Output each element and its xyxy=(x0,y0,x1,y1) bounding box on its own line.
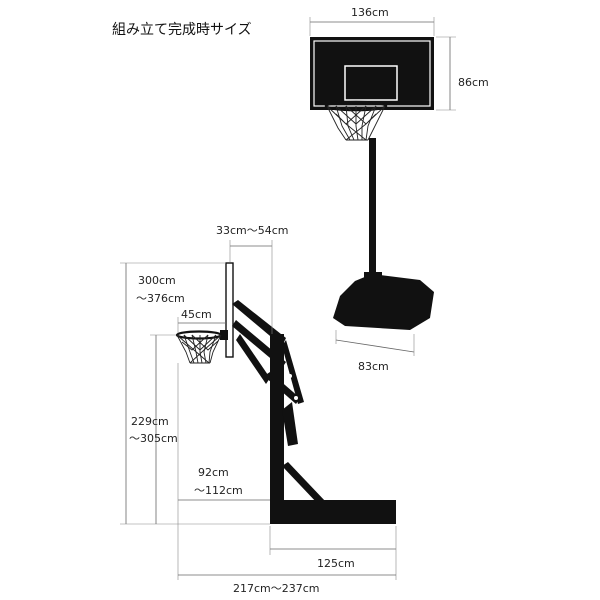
side-pole xyxy=(270,334,284,502)
dim-total-height-line1: 300cm xyxy=(138,274,176,287)
diagram-title: 組み立て完成時サイズ xyxy=(112,22,252,38)
dim-pole-offset-line2: ～112cm xyxy=(194,484,243,497)
front-view: 136cm 86cm 83cm xyxy=(309,6,489,373)
dim-rim-height-line2: ～305cm xyxy=(129,432,178,445)
dim-hoop-offset: 33cm～54cm xyxy=(216,224,289,237)
dim-total-height-line2: ～376cm xyxy=(136,292,185,305)
side-backboard xyxy=(225,262,234,358)
side-rim-support xyxy=(220,330,228,340)
side-base xyxy=(270,500,396,524)
dim-backboard-height: 86cm xyxy=(458,76,489,89)
front-base xyxy=(333,274,434,330)
dim-pole-offset-line1: 92cm xyxy=(198,466,229,479)
front-target-square xyxy=(344,65,398,101)
side-rim xyxy=(175,330,223,340)
front-base-collar xyxy=(364,272,382,282)
side-handle xyxy=(282,402,298,446)
side-net xyxy=(176,334,222,364)
dim-rim-height-line1: 229cm xyxy=(131,415,169,428)
dim-total-length: 217cm～237cm xyxy=(233,582,320,595)
side-brace xyxy=(282,462,326,504)
dim-base-length: 125cm xyxy=(317,557,355,570)
dim-backboard-width: 136cm xyxy=(351,6,389,19)
side-arm-mechanism xyxy=(232,300,304,404)
front-net xyxy=(326,105,386,141)
front-backboard-border xyxy=(313,40,431,107)
dim-rim-extension: 45cm xyxy=(181,308,212,321)
front-pole xyxy=(369,138,376,280)
front-backboard xyxy=(310,37,434,110)
side-view: 33cm～54cm 300cm ～376cm 45cm 229cm ～305cm… xyxy=(120,224,397,595)
dim-base-depth: 83cm xyxy=(358,360,389,373)
